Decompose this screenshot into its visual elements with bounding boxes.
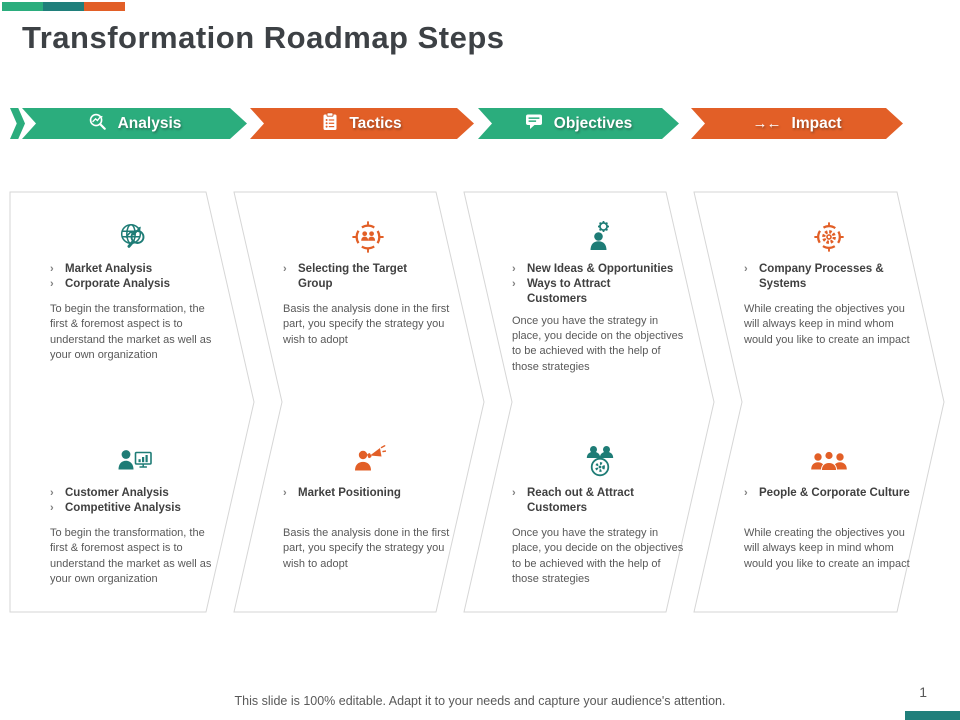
card-description: To begin the transformation, the first &… — [50, 303, 212, 362]
card-description: While creating the objectives you will a… — [744, 527, 910, 570]
banner-label: Tactics — [349, 114, 402, 132]
corner-accent-bar — [905, 711, 960, 720]
card-description: Basis the analysis done in the first par… — [283, 527, 450, 570]
card-reach-out: ›Reach out & Attract Customers Once you … — [512, 438, 688, 588]
card-description: Basis the analysis done in the first par… — [283, 303, 450, 346]
bullet-list: ›Reach out & Attract Customers — [512, 486, 688, 520]
card-people-culture: ›People & Corporate Culture While creati… — [744, 438, 914, 572]
bullet-item: ›Corporate Analysis — [50, 278, 171, 291]
card-description: To begin the transformation, the first &… — [50, 527, 212, 586]
card-description: Once you have the strategy in place, you… — [512, 314, 684, 373]
banner-tactics[interactable]: Tactics — [250, 108, 474, 139]
bullet-list: ›People & Corporate Culture — [744, 486, 914, 520]
target-group-icon — [283, 214, 453, 254]
bullet-item: ›People & Corporate Culture — [744, 487, 910, 499]
card-description: While creating the objectives you will a… — [744, 303, 910, 346]
card-target-group: ›Selecting the Target Group Basis the an… — [283, 214, 453, 348]
banner-impact[interactable]: →← Impact — [691, 108, 903, 139]
footer-note: This slide is 100% editable. Adapt it to… — [234, 694, 726, 708]
bullet-item: ›Ways to Attract Customers — [512, 278, 611, 306]
bullet-item: ›Selecting the Target Group — [283, 263, 408, 291]
banner-label: Objectives — [553, 114, 633, 132]
chat-bubble-icon — [525, 113, 543, 135]
person-monitor-icon — [50, 438, 220, 478]
bullet-item: ›Market Analysis — [50, 263, 153, 275]
clipboard-icon — [322, 112, 338, 136]
bullet-item: ›Market Positioning — [283, 487, 401, 499]
banner-analysis[interactable]: Analysis — [22, 108, 247, 139]
page-number: 1 — [919, 684, 927, 700]
page-title: Transformation Roadmap Steps — [22, 20, 505, 55]
bullet-item: ›Company Processes & Systems — [744, 263, 884, 291]
process-gear-icon — [744, 214, 914, 254]
person-megaphone-icon — [283, 438, 453, 478]
globe-search-icon — [50, 214, 220, 254]
card-description: Once you have the strategy in place, you… — [512, 527, 684, 586]
bullet-list: ›Market Positioning — [283, 486, 453, 520]
banner-objectives[interactable]: Objectives — [478, 108, 679, 139]
banner-label: Analysis — [117, 114, 182, 132]
accent-segment-orange — [84, 2, 125, 11]
bullet-item: ›Customer Analysis — [50, 487, 169, 499]
bullet-item: ›Competitive Analysis — [50, 502, 181, 515]
card-market-analysis: ›Market Analysis ›Corporate Analysis To … — [50, 214, 220, 364]
card-market-positioning: ›Market Positioning Basis the analysis d… — [283, 438, 453, 572]
bullet-list: ›Customer Analysis ›Competitive Analysis — [50, 486, 220, 520]
bullet-item: ›Reach out & Attract Customers — [512, 487, 634, 515]
card-company-processes: ›Company Processes & Systems While creat… — [744, 214, 914, 348]
card-customer-analysis: ›Customer Analysis ›Competitive Analysis… — [50, 438, 220, 588]
card-new-ideas: ›New Ideas & Opportunities ›Ways to Attr… — [512, 214, 688, 375]
banner-tail-chevron — [10, 108, 25, 139]
bullet-item: ›New Ideas & Opportunities — [512, 263, 674, 275]
bullet-list: ›Market Analysis ›Corporate Analysis — [50, 262, 220, 296]
accent-segment-green — [2, 2, 43, 11]
converging-arrows-icon: →← — [752, 115, 781, 132]
accent-segment-teal — [43, 2, 84, 11]
people-culture-icon — [744, 438, 914, 478]
bullet-list: ›Company Processes & Systems — [744, 262, 914, 296]
top-accent-bar — [2, 2, 125, 11]
group-attract-icon — [512, 438, 688, 478]
banner-label: Impact — [791, 114, 842, 132]
bullet-list: ›New Ideas & Opportunities ›Ways to Attr… — [512, 262, 688, 308]
search-analysis-icon — [88, 112, 107, 136]
bullet-list: ›Selecting the Target Group — [283, 262, 453, 296]
person-idea-icon — [512, 214, 688, 254]
